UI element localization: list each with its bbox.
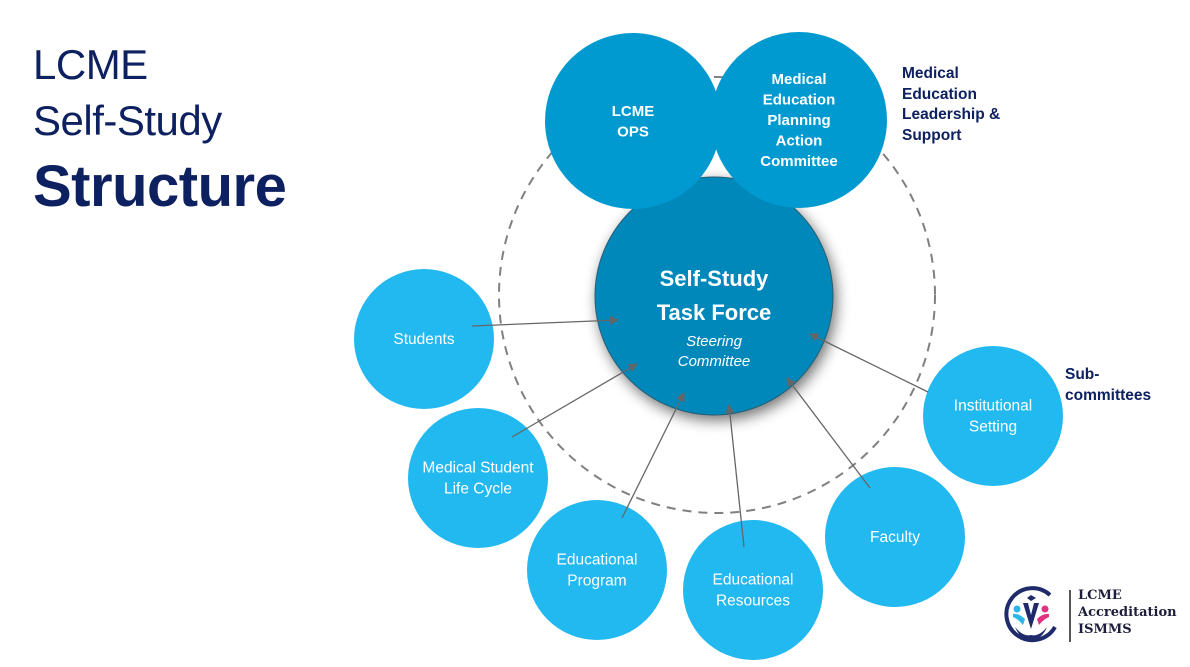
top-node-label-line: Education [763, 92, 836, 109]
arrow-medical-student-life-cycle-to-task-force [511, 363, 638, 438]
leadership-support-label: Medical Education Leadership & Support [902, 64, 1000, 146]
subcommittee-label-line: Resources [716, 593, 790, 610]
center-node[interactable]: Self-Study Task Force Steering Committee [594, 176, 834, 416]
subcommittees-label-line: Sub- [1065, 366, 1100, 383]
subcommittee-circle [683, 520, 823, 660]
subcommittee-label-line: Medical Student [422, 460, 534, 477]
leadership-label-line: Education [902, 85, 977, 103]
logo-text-line: ISMMS [1078, 622, 1132, 637]
arrow-institutional-setting-to-task-force [809, 333, 929, 393]
top-circle [711, 32, 887, 208]
top-node-label-line: Medical [771, 71, 826, 88]
subcommittees-label: Sub- committees [1065, 365, 1151, 406]
subcommittee-circle [825, 467, 965, 607]
subcommittee-label-line: Educational [712, 572, 793, 589]
top-node-label-line: Committee [760, 153, 838, 170]
subcommittee-circle [527, 500, 667, 640]
title-line-lcme: LCME [33, 41, 148, 88]
subcommittee-circle [923, 346, 1063, 486]
title-line-self-study: Self-Study [33, 97, 222, 144]
top-node-label-line: LCME [612, 103, 655, 120]
lcme-accreditation-logo: LCME Accreditation ISMMS [1003, 585, 1183, 649]
subcommittee-label-line: Program [567, 573, 626, 590]
leadership-label-line: Medical [902, 65, 959, 82]
top-node-lcme-ops[interactable]: LCME OPS [545, 33, 721, 209]
top-node-label-line: OPS [617, 123, 649, 140]
top-circle [545, 33, 721, 209]
subcommittee-students[interactable]: Students [354, 269, 494, 409]
logo-text-line: Accreditation [1078, 605, 1177, 620]
subcommittee-circle [354, 269, 494, 409]
logo-text-line: LCME [1078, 588, 1122, 603]
arrow-educational-resources-to-task-force [725, 404, 745, 548]
logo-text: LCME Accreditation ISMMS [1078, 587, 1177, 638]
center-subtitle-line2: Committee [678, 353, 751, 370]
subcommittee-label-line: Institutional [954, 398, 1032, 415]
top-node-label-line: Planning [767, 112, 830, 129]
arrow-educational-program-to-task-force [621, 392, 685, 519]
subcommittee-faculty[interactable]: Faculty [825, 467, 965, 607]
top-node-label-line: Action [776, 133, 823, 150]
logo-divider [1069, 590, 1071, 642]
hands-people-graduation-icon [1004, 586, 1057, 643]
subcommittee-label-line: Faculty [870, 529, 920, 546]
title-line-structure: Structure [33, 154, 287, 219]
center-subtitle-line1: Steering [686, 333, 743, 350]
subcommittees-label-line: committees [1065, 386, 1152, 404]
center-circle [594, 176, 834, 416]
subcommittee-label-line: Students [393, 331, 454, 348]
arrow-students-to-task-force [471, 315, 619, 327]
dashed-ring [498, 76, 936, 514]
arrow-faculty-to-task-force [786, 377, 871, 489]
leadership-label-line: Support [902, 126, 962, 144]
center-title-line2: Task Force [657, 300, 772, 325]
subcommittee-label-line: Educational [556, 552, 637, 569]
leadership-label-line: Leadership & [902, 106, 1001, 123]
subcommittee-circle [408, 408, 548, 548]
subcommittee-label-line: Setting [969, 419, 1017, 436]
subcommittee-label-line: Life Cycle [444, 481, 512, 498]
center-title-line1: Self-Study [660, 266, 770, 291]
